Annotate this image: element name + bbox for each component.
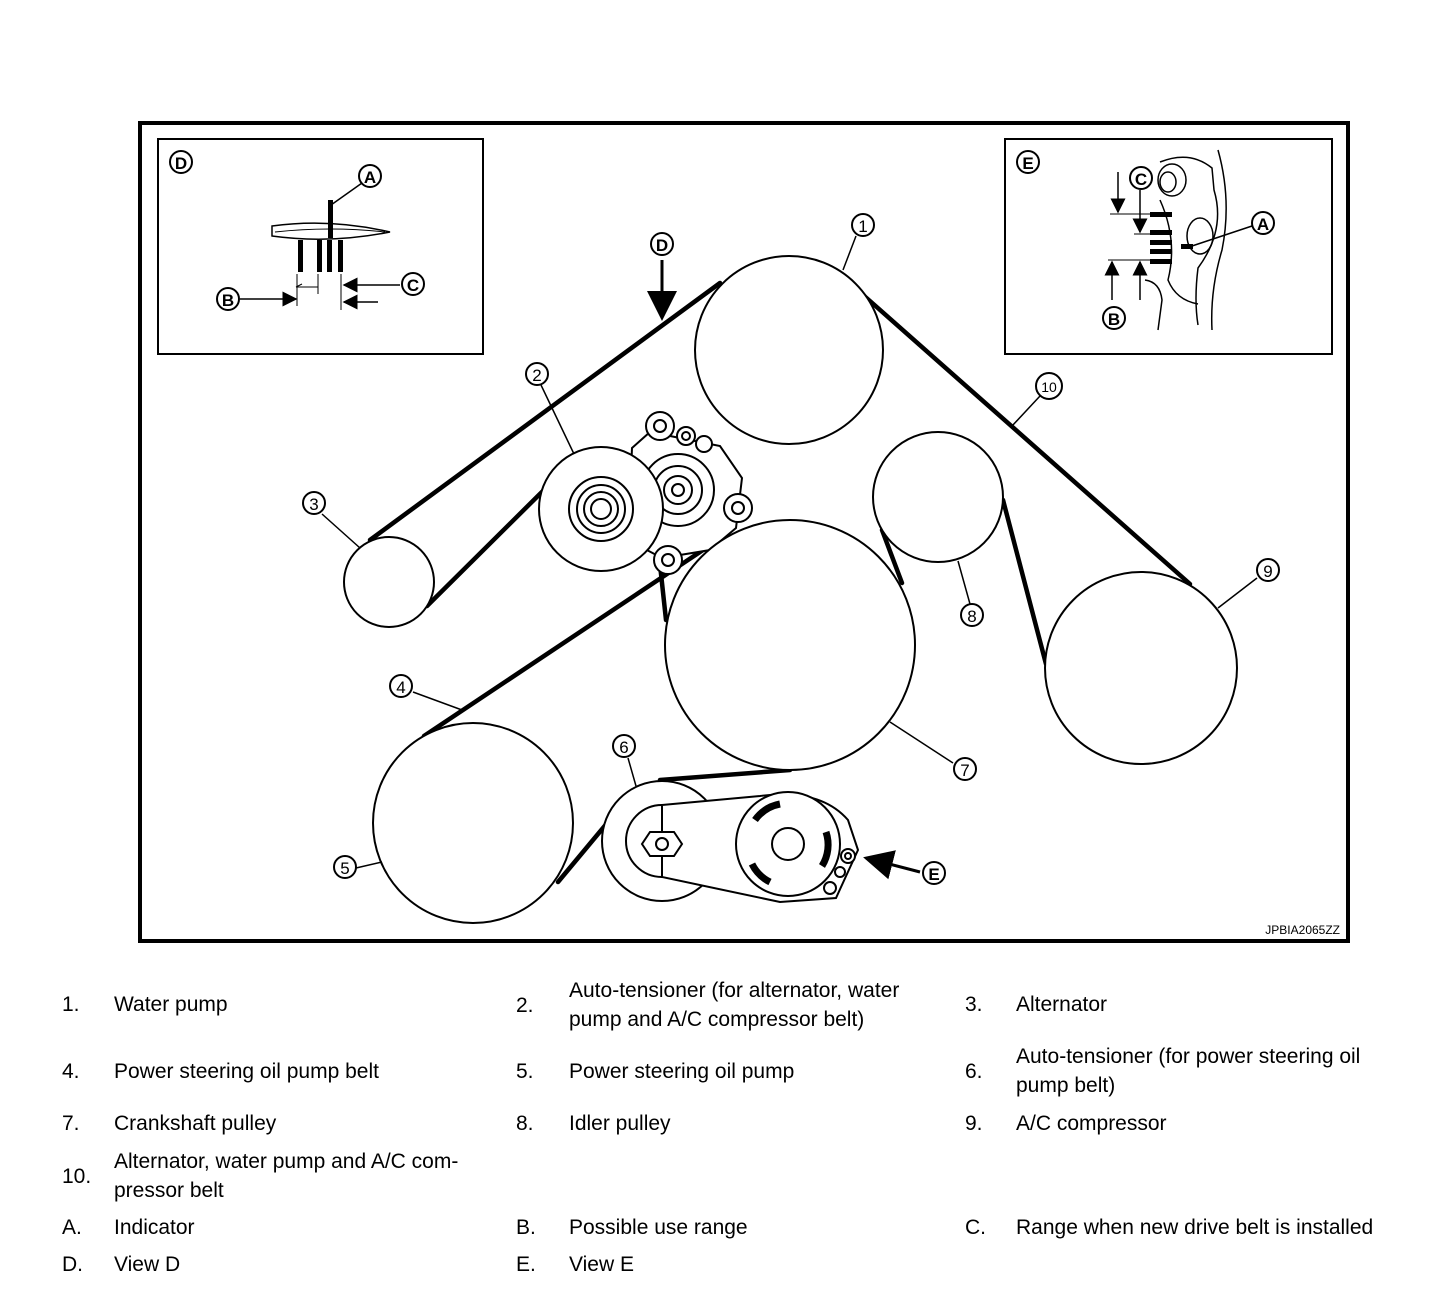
- callout-8: 8: [960, 603, 984, 627]
- callout-view-e: E: [863, 850, 946, 885]
- view-d-title: D: [175, 154, 187, 173]
- figure-code: JPBIA2065ZZ: [1265, 923, 1340, 937]
- ac-compressor-pulley: [1044, 571, 1238, 765]
- auto-tensioner-6: [601, 780, 860, 904]
- view-e-label-b: B: [1108, 310, 1120, 329]
- callout-9: 9: [1256, 558, 1280, 582]
- callout-4: 4: [389, 674, 413, 698]
- svg-text:3: 3: [309, 495, 318, 514]
- callout-1: 1: [851, 213, 875, 237]
- view-d-inset: D A B C: [157, 138, 484, 355]
- view-d-label-c: C: [407, 276, 419, 295]
- view-e-title: E: [1022, 154, 1033, 173]
- callout-7: 7: [953, 757, 977, 781]
- view-e-label-c: C: [1135, 170, 1147, 189]
- view-e-label-a: A: [1257, 215, 1269, 234]
- callout-5: 5: [333, 855, 357, 879]
- alternator-pulley: [343, 536, 435, 628]
- svg-text:5: 5: [340, 859, 349, 878]
- callout-3: 3: [302, 491, 326, 515]
- svg-text:10: 10: [1041, 379, 1057, 395]
- view-e-inset: E C B A: [1004, 138, 1333, 355]
- svg-text:7: 7: [960, 761, 969, 780]
- callout-6: 6: [612, 734, 636, 758]
- belt-routing-diagram: D A B C E: [138, 121, 1350, 943]
- view-d-label-b: B: [222, 291, 234, 310]
- view-d-label-a: A: [364, 168, 376, 187]
- callout-2: 2: [525, 362, 549, 386]
- diagram-frame: [138, 121, 1350, 943]
- water-pump-pulley: [694, 255, 884, 445]
- svg-text:1: 1: [858, 217, 867, 236]
- callout-view-d: D: [647, 232, 677, 321]
- belt-4: [421, 545, 793, 885]
- callout-10: 10: [1035, 372, 1063, 400]
- idler-pulley: [872, 431, 1004, 563]
- power-steering-pump-pulley: [372, 722, 574, 924]
- svg-text:8: 8: [967, 607, 976, 626]
- svg-text:4: 4: [396, 678, 405, 697]
- auto-tensioner-2: [538, 411, 753, 575]
- svg-text:6: 6: [619, 738, 628, 757]
- callouts: [321, 235, 1258, 869]
- svg-text:9: 9: [1263, 562, 1272, 581]
- svg-text:D: D: [656, 236, 668, 255]
- crankshaft-pulley: [664, 519, 916, 771]
- svg-text:E: E: [928, 865, 939, 884]
- svg-text:2: 2: [532, 366, 541, 385]
